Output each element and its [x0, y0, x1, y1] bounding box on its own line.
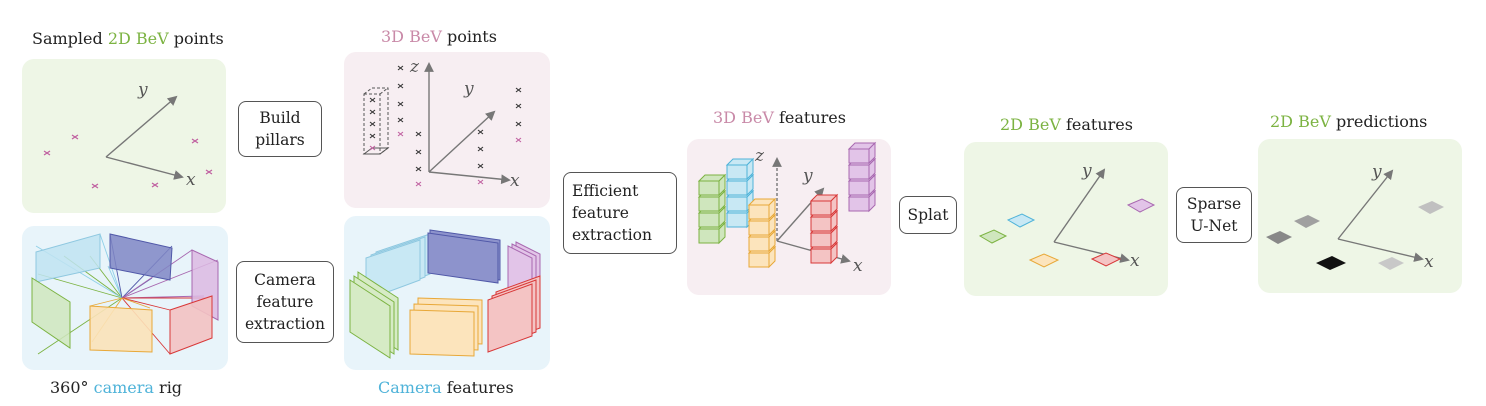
camera-front [109, 233, 173, 281]
cube-stack-red [809, 193, 839, 265]
step-line: feature [572, 204, 629, 222]
feature-tile-orange [1028, 253, 1060, 268]
axis-label-z: z [754, 146, 765, 166]
feature-stack-back [409, 297, 483, 357]
caption-text: points [168, 29, 224, 48]
caption-text: features [441, 378, 514, 397]
prediction-tile [1266, 231, 1292, 244]
feature-tile-cyan [1006, 213, 1036, 228]
pillar-outline [363, 87, 389, 155]
caption-text: Sampled [32, 29, 108, 48]
step-line: feature [256, 293, 314, 311]
axis-label-y: y [1371, 162, 1382, 182]
step-line: Splat [907, 206, 949, 224]
caption-text: predictions [1330, 112, 1428, 131]
step-splat: Splat [899, 196, 957, 234]
cube-stack-purple [847, 141, 877, 213]
caption-2d-bev-predictions: 2D BeV predictions [1270, 112, 1427, 132]
caption-camera-rig: 360° camera rig [50, 378, 182, 398]
camera-back [89, 305, 153, 353]
camera-rig-drawing [31, 233, 219, 355]
2d-features-plot: y x [978, 161, 1156, 271]
cube-stack-orange [747, 197, 777, 269]
camera-back-left [31, 277, 71, 349]
camera-features-drawing [349, 229, 541, 359]
prediction-tile [1378, 257, 1404, 270]
caption-sampled-2d-bev-points: Sampled 2D BeV points [32, 29, 224, 49]
panel-3d-bev-points [344, 52, 550, 208]
caption-2d-bev-features: 2D BeV features [1000, 115, 1133, 135]
3d-points-black [369, 65, 522, 172]
caption-3d-bev-points: 3D BeV points [381, 27, 497, 47]
camera-back-right [169, 295, 213, 355]
feature-tile-red [1090, 252, 1122, 267]
camera-front-left [35, 233, 101, 283]
caption-highlight: Camera [378, 378, 442, 397]
step-line: extraction [572, 226, 652, 244]
step-line: Camera [254, 271, 316, 289]
axis-label-x: x [853, 256, 863, 276]
axis-label-x: x [1424, 252, 1434, 272]
cube-stack-green [697, 173, 727, 245]
step-line: Build [259, 109, 301, 127]
prediction-tile [1294, 215, 1320, 228]
feature-tile-green [978, 229, 1008, 244]
step-line: Sparse [1186, 195, 1242, 213]
axis-label-z: z [409, 57, 420, 77]
feature-stack-back-left [349, 271, 399, 359]
step-line: U-Net [1190, 217, 1238, 235]
sampled-points [43, 134, 213, 189]
feature-stack-front-left [365, 233, 431, 301]
axis-label-y: y [137, 80, 148, 100]
panel-2d-bev-features [964, 142, 1168, 296]
step-efficient-feature-extraction: Efficient feature extraction [563, 172, 677, 254]
caption-text: features [1060, 115, 1133, 134]
prediction-tile [1418, 201, 1444, 214]
3d-features-drawing: z y x [697, 141, 877, 276]
2d-predictions-plot: y x [1266, 162, 1444, 272]
caption-highlight: 2D BeV [1000, 115, 1061, 134]
3d-points-plot: z y x [362, 57, 522, 191]
3d-points-pink [369, 131, 522, 187]
feature-stack-back-right [487, 275, 541, 353]
caption-highlight: 3D BeV [713, 108, 774, 127]
caption-highlight: 2D BeV [107, 29, 169, 48]
caption-text: 360° [50, 378, 94, 397]
caption-camera-features: Camera features [378, 378, 514, 398]
prediction-tile [1316, 256, 1346, 270]
sampled-points-plot: y x [43, 80, 213, 190]
caption-3d-bev-features: 3D BeV features [713, 108, 846, 128]
feature-stack-front [427, 229, 501, 284]
pillar-base [362, 147, 390, 155]
axis-label-y: y [802, 166, 813, 186]
axis-label-x: x [510, 171, 520, 191]
step-build-pillars: Build pillars [238, 101, 322, 157]
axis-label-y: y [1081, 161, 1092, 181]
panel-sampled-2d-bev-points [22, 59, 226, 213]
caption-text: features [773, 108, 846, 127]
caption-text: points [441, 27, 497, 46]
axis-label-y: y [463, 79, 474, 99]
caption-highlight: 3D BeV [381, 27, 442, 46]
step-camera-feature-extraction: Camera feature extraction [236, 261, 334, 343]
step-line: Efficient [572, 182, 639, 200]
axis-label-x: x [186, 170, 196, 190]
caption-text: rig [153, 378, 183, 397]
caption-highlight: camera [93, 378, 154, 397]
step-line: pillars [255, 131, 305, 149]
caption-highlight: 2D BeV [1270, 112, 1331, 131]
step-line: extraction [245, 315, 325, 333]
feature-tile-purple [1126, 198, 1156, 213]
axis-label-x: x [1130, 251, 1140, 271]
panel-2d-bev-predictions [1258, 139, 1462, 293]
